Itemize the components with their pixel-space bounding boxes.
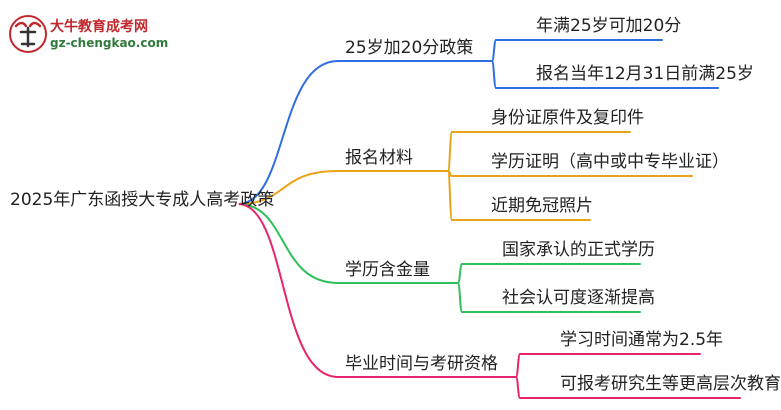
- leaf-connector: [515, 376, 521, 399]
- leaf-age-bonus-2: 报名当年12月31日前满25岁: [536, 64, 754, 84]
- branch-materials: 报名材料: [345, 148, 413, 168]
- leaf-connector: [447, 170, 453, 221]
- site-logo[interactable]: 大牛教育成考网 gz-chengkao.com: [8, 14, 168, 58]
- logo-url: gz-chengkao.com: [50, 36, 169, 50]
- branch-connector: [237, 170, 339, 205]
- leaf-graduation-1: 学习时间通常为2.5年: [560, 330, 724, 350]
- leaf-age-bonus-1: 年满25岁可加20分: [536, 16, 682, 36]
- branch-connector: [237, 203, 339, 284]
- leaf-connector: [457, 282, 463, 313]
- leaf-connector: [515, 353, 521, 378]
- leaf-materials-1: 身份证原件及复印件: [491, 108, 644, 128]
- bull-logo-icon: [9, 15, 47, 53]
- leaf-connector: [491, 39, 497, 62]
- branch-degree-value: 学历含金量: [345, 260, 430, 280]
- leaf-graduation-2: 可报考研究生等更高层次教育: [560, 374, 781, 394]
- branch-connector: [237, 60, 339, 205]
- leaf-connector: [491, 60, 497, 89]
- leaf-degree-value-1: 国家承认的正式学历: [502, 240, 655, 260]
- mindmap-connectors: [237, 39, 741, 399]
- logo-title: 大牛教育成考网: [50, 19, 148, 35]
- branch-connector: [237, 203, 339, 378]
- leaf-materials-3: 近期免冠照片: [491, 196, 593, 216]
- leaf-connector: [447, 131, 453, 172]
- leaf-degree-value-2: 社会认可度逐渐提高: [502, 288, 655, 308]
- leaf-materials-2: 学历证明（高中或中专毕业证）: [491, 152, 729, 172]
- branch-graduation: 毕业时间与考研资格: [345, 354, 498, 374]
- root-topic: 2025年广东函授大专成人高考政策: [10, 190, 275, 210]
- leaf-connector: [457, 263, 463, 284]
- branch-age-bonus: 25岁加20分政策: [345, 38, 474, 58]
